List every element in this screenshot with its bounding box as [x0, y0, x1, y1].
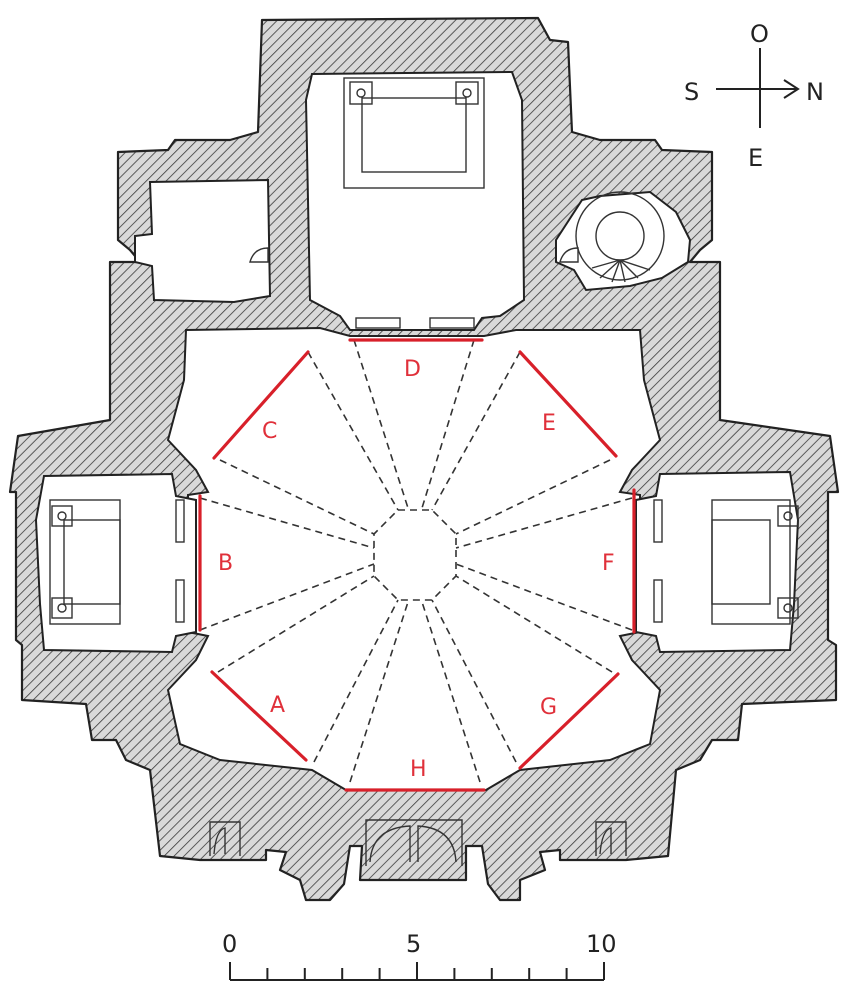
label-side-g: G — [540, 695, 557, 720]
room-upper-left — [134, 178, 272, 304]
scale-ticks — [229, 962, 605, 980]
vault-ribs — [199, 339, 633, 783]
room-left-bay — [34, 472, 197, 654]
octagon-sides — [198, 338, 636, 792]
room-octagon-main — [166, 326, 662, 791]
label-side-a: A — [270, 693, 285, 718]
interior-spaces — [34, 70, 800, 791]
spiral-stair — [575, 191, 665, 283]
compass-right: N — [806, 78, 824, 106]
label-side-h: H — [410, 757, 427, 782]
label-side-f: F — [602, 551, 615, 576]
scale-bar: 0 5 10 — [222, 930, 617, 981]
side-e — [518, 350, 618, 458]
side-labels: A B C D E F G H — [218, 357, 615, 782]
side-c — [212, 350, 310, 460]
side-g — [518, 672, 620, 770]
altars — [49, 77, 799, 625]
compass-bottom: E — [748, 144, 763, 172]
scale-label-10: 10 — [586, 930, 617, 958]
label-side-d: D — [404, 357, 421, 382]
doors — [209, 247, 627, 866]
label-side-e: E — [542, 411, 556, 436]
scale-label-5: 5 — [406, 930, 421, 958]
label-side-c: C — [262, 419, 277, 444]
compass-rose: O S N E — [684, 20, 824, 172]
side-a — [210, 670, 308, 762]
compass-top: O — [750, 20, 769, 48]
scale-label-0: 0 — [222, 930, 237, 958]
room-apse-top — [304, 70, 526, 331]
room-right-bay — [635, 470, 800, 654]
room-upper-right — [555, 190, 692, 292]
label-side-b: B — [218, 551, 233, 576]
compass-left: S — [684, 78, 699, 106]
